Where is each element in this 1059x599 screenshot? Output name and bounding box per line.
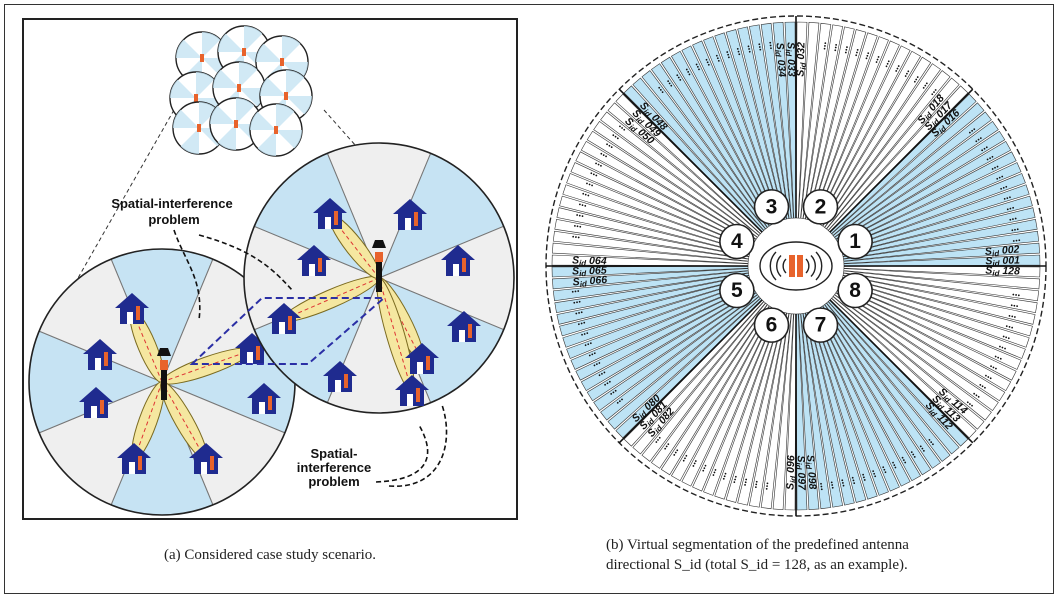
cell-cluster: [169, 25, 313, 157]
label-bottom-line3: problem: [308, 474, 359, 489]
arrow-bottom-b: [388, 404, 448, 487]
case-study-diagram: Spatial-interference problem Spatial- in…: [28, 25, 515, 516]
interference-zone: [189, 297, 387, 365]
label-top-line1: Spatial-interference: [111, 196, 232, 211]
left-cell: [28, 248, 296, 516]
figure-frame: [4, 4, 1054, 594]
label-bottom-line2: interference: [297, 460, 371, 475]
arrow-top-left: [173, 229, 201, 321]
case-study-panel: Spatial-interference problem Spatial- in…: [22, 18, 518, 520]
caption-b-line2: directional S_id (total S_id = 128, as a…: [606, 557, 908, 573]
label-bottom-line1: Spatial-: [311, 446, 358, 461]
label-top-line2: problem: [148, 212, 199, 227]
right-cell: [243, 142, 515, 414]
caption-a: (a) Considered case study scenario.: [163, 547, 376, 563]
arrow-top-right: [198, 234, 293, 291]
caption-b: (b) Virtual segmentation of the predefin…: [606, 535, 946, 575]
caption-b-line1: (b) Virtual segmentation of the predefin…: [606, 537, 909, 553]
arrow-bottom-a: [375, 424, 429, 483]
